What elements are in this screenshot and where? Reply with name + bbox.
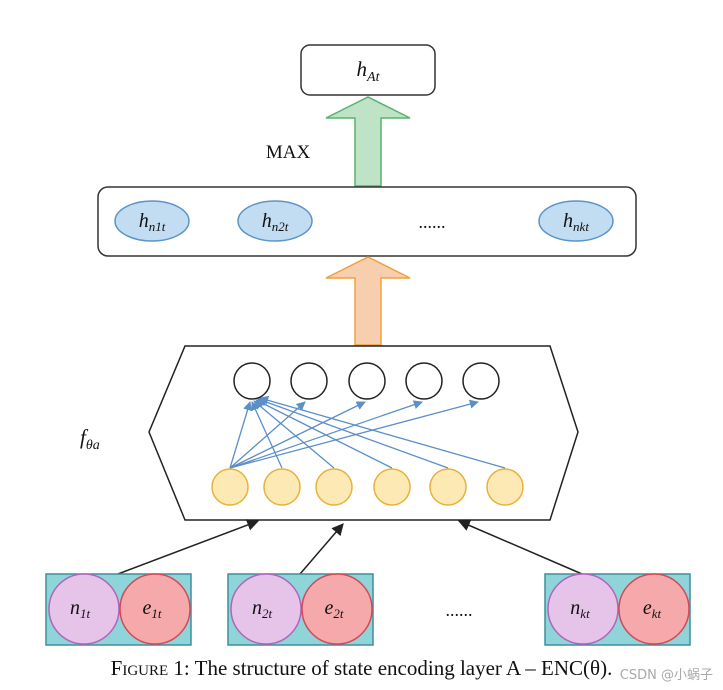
- hidden-ellipsis: ......: [419, 212, 446, 232]
- input-e-circle-3: [618, 573, 690, 645]
- encoder-hidden-node-4: [405, 362, 443, 400]
- hidden-state-label-3: hnkt: [563, 210, 589, 234]
- max-label: MAX: [266, 142, 311, 163]
- input-n-label-3: nkt: [570, 597, 590, 621]
- encoder-hidden-node-1: [233, 362, 271, 400]
- encoder-input-node-3: [315, 468, 353, 506]
- watermark: CSDN @小蜗子: [619, 668, 713, 683]
- encoder-input-node-2: [263, 468, 301, 506]
- encoder-input-node-5: [429, 468, 467, 506]
- output-node-label: hAt: [357, 57, 381, 85]
- encoder-hidden-node-5: [462, 362, 500, 400]
- function-label: fθa: [80, 425, 100, 453]
- hidden-state-label-1: hn1t: [139, 210, 166, 234]
- hidden-state-ellipse-2: [237, 200, 313, 242]
- input-e-label-2: e2t: [324, 597, 343, 621]
- hidden-state-label-2: hn2t: [262, 210, 289, 234]
- encoder-input-node-1: [211, 468, 249, 506]
- encoder-connections: [229, 395, 506, 469]
- input-e-label-3: ekt: [643, 597, 662, 621]
- output-node-box: [300, 44, 436, 96]
- hidden-state-ellipse-1: [114, 200, 190, 242]
- input-arrows: [117, 519, 583, 575]
- encoder-input-node-6: [486, 468, 524, 506]
- input-n-label-1: n1t: [70, 597, 91, 621]
- max-pool-arrow: [325, 96, 411, 187]
- caption-figure-label: Figure 1:: [110, 656, 190, 680]
- encoder-hidden-node-2: [290, 362, 328, 400]
- encoder-output-arrow: [325, 256, 411, 346]
- caption-text: The structure of state encoding layer A …: [194, 656, 613, 680]
- input-e-label-1: e1t: [142, 597, 161, 621]
- figure-caption: Figure 1: The structure of state encodin…: [0, 656, 723, 681]
- input-e-circle-2: [301, 573, 373, 645]
- hidden-state-ellipse-3: [538, 200, 614, 242]
- input-e-circle-1: [119, 573, 191, 645]
- input-n-circle-3: [547, 573, 619, 645]
- encoder-hidden-node-3: [348, 362, 386, 400]
- input-n-circle-2: [230, 573, 302, 645]
- input-n-label-2: n2t: [252, 597, 273, 621]
- hidden-state-container: [97, 186, 637, 257]
- input-ellipsis: ......: [446, 600, 473, 620]
- input-n-circle-1: [48, 573, 120, 645]
- encoder-input-node-4: [373, 468, 411, 506]
